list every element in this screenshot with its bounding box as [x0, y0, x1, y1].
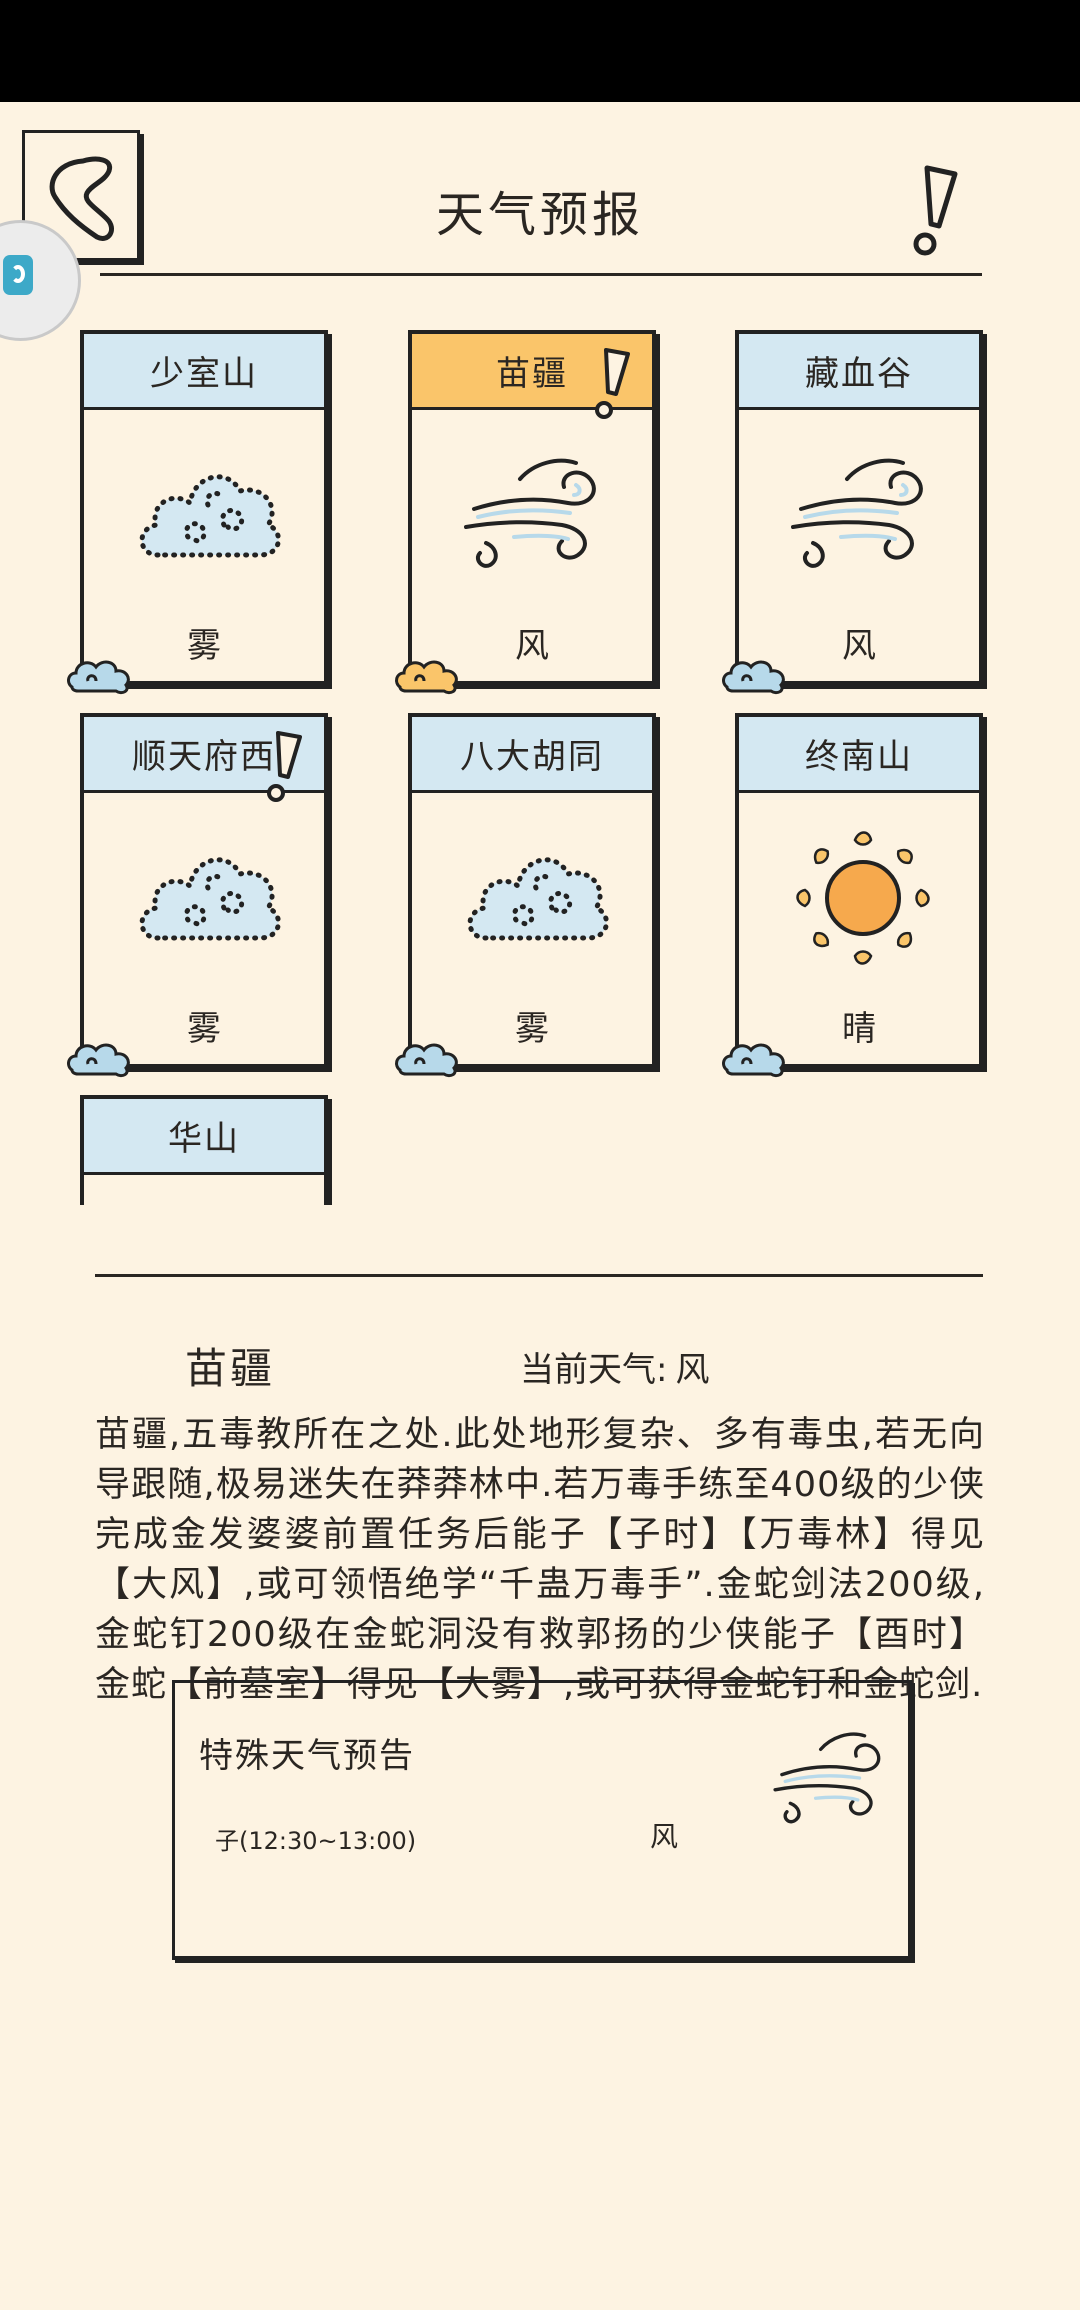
- location-card-weather: 风: [842, 626, 876, 666]
- location-card[interactable]: 华山: [80, 1095, 328, 1205]
- location-card-title: 藏血谷: [739, 330, 979, 410]
- location-card[interactable]: 终南山 晴: [722, 713, 983, 1078]
- location-card-weather: 晴: [842, 1009, 876, 1049]
- fog-icon: [139, 474, 281, 558]
- alert-icon[interactable]: [905, 160, 965, 260]
- current-weather-caption: 当前天气:: [520, 1350, 668, 1390]
- corner-cloud-icon: [67, 1043, 130, 1078]
- location-card[interactable]: 藏血谷 风: [722, 330, 983, 695]
- header-divider: [100, 273, 982, 276]
- side-floating-badge[interactable]: [0, 220, 81, 341]
- corner-cloud-icon: [722, 1043, 785, 1078]
- location-card-weather: 风: [515, 626, 549, 666]
- fog-icon: [139, 857, 281, 941]
- card-alert-icon: [595, 348, 630, 419]
- location-card-weather: 雾: [515, 1009, 549, 1049]
- wind-icon: [464, 458, 596, 568]
- app-badge-icon: [3, 255, 33, 295]
- location-grid: 少室山 雾 苗疆 风 藏血谷: [0, 300, 1080, 1205]
- special-weather-forecast: 特殊天气预告 子(12:30~13:00) 风: [172, 1680, 912, 1960]
- location-card-title: 华山: [84, 1095, 324, 1175]
- location-card[interactable]: 少室山 雾: [67, 330, 328, 695]
- location-card[interactable]: 苗疆 风: [395, 330, 656, 695]
- current-weather-value: 风: [675, 1350, 710, 1390]
- corner-cloud-icon: [395, 660, 458, 695]
- card-alert-icon: [267, 731, 302, 802]
- special-forecast-time: 子(12:30~13:00): [215, 1827, 417, 1855]
- location-card[interactable]: 八大胡同 雾: [395, 713, 656, 1078]
- back-arrow-icon: [49, 156, 114, 241]
- location-card-title: 终南山: [739, 713, 979, 793]
- location-card-weather: 雾: [187, 1009, 221, 1049]
- wind-icon: [773, 1732, 881, 1824]
- location-card-weather: 雾: [187, 626, 221, 666]
- page-title: 天气预报: [435, 187, 644, 243]
- selected-location-name: 苗疆: [185, 1344, 276, 1393]
- status-bar: [0, 0, 1080, 102]
- location-card-title: 少室山: [84, 330, 324, 410]
- corner-cloud-icon: [67, 660, 130, 695]
- corner-cloud-icon: [722, 660, 785, 695]
- location-card-title: 八大胡同: [412, 713, 652, 793]
- current-weather-label: 当前天气:风: [520, 1342, 709, 1391]
- sun-icon: [796, 831, 930, 965]
- special-forecast-weather: 风: [650, 1820, 679, 1853]
- wind-icon: [791, 458, 923, 568]
- location-card[interactable]: 顺天府西 雾: [67, 713, 328, 1078]
- location-description: 苗疆,五毒教所在之处.此处地形复杂、多有毒虫,若无向导跟随,极易迷失在莽莽林中.…: [95, 1415, 985, 1705]
- section-divider: [95, 1274, 983, 1277]
- special-forecast-title: 特殊天气预告: [199, 1736, 415, 1776]
- fog-icon: [467, 857, 609, 941]
- corner-cloud-icon: [395, 1043, 458, 1078]
